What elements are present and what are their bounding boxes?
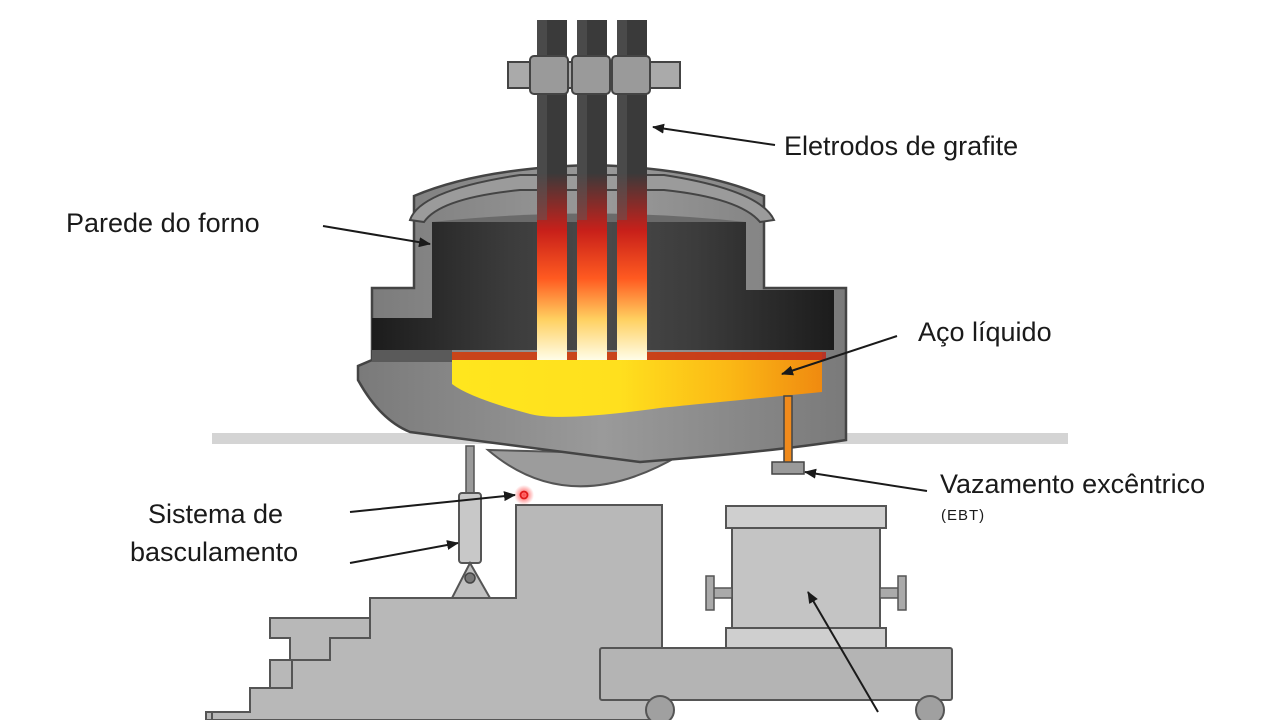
label-tilting-line2: basculamento [130,537,299,567]
graphite-electrodes [507,20,681,360]
leader-arrows [322,123,928,713]
label-tapping-abbr: (EBT) [941,507,986,524]
foundation-stairs [205,504,663,721]
arrow-electrodes [652,123,776,146]
indicator-glow [514,485,534,505]
arrow-tilting-1 [349,491,516,513]
tilting-cylinder [450,445,492,599]
indicator-dot [519,490,529,500]
arrow-tapping [804,468,928,492]
label-furnace-wall: Parede do forno [66,208,260,238]
label-tilting-line1: Sistema de [148,499,284,529]
label-electrodes: Eletrodos de grafite [784,131,1019,161]
arrow-liquid-steel [781,335,898,376]
arrow-furnace-wall [322,225,431,248]
eccentric-tap-hole [771,395,805,475]
label-liquid-steel: Aço líquido [918,317,1052,347]
arrow-ladle [807,591,879,713]
label-tapping: Vazamento excêntrico [940,469,1206,499]
arrow-tilting-2 [349,540,459,564]
